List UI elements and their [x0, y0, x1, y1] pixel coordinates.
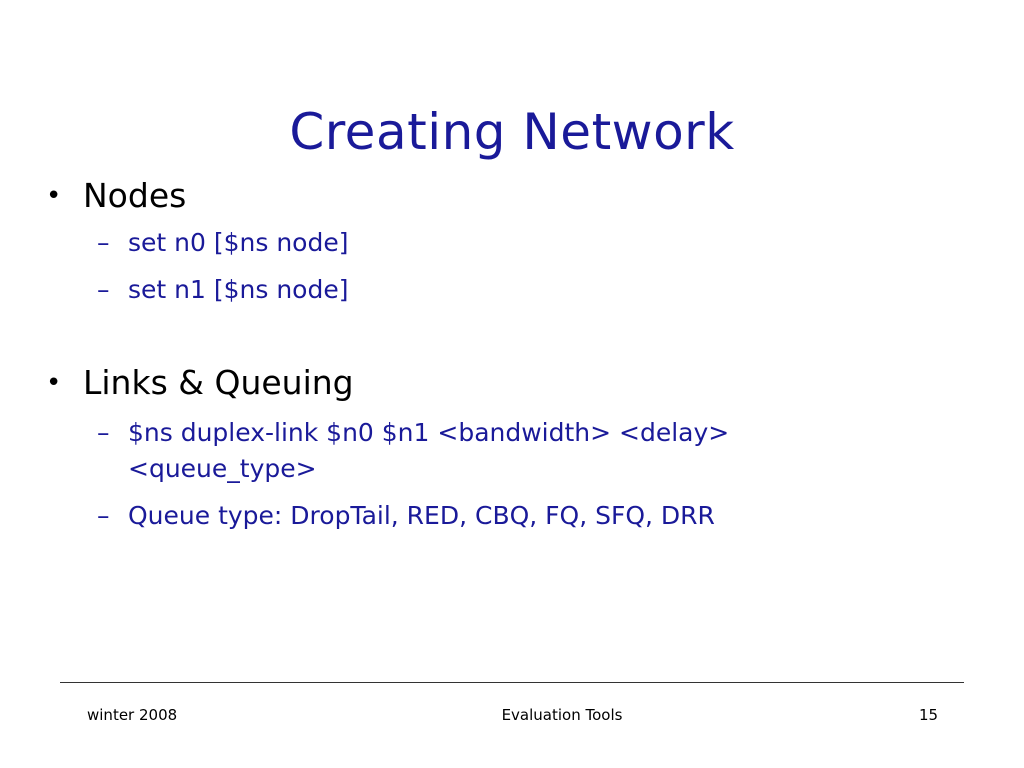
sub-bullet-text-continuation: <queue_type> [128, 454, 317, 483]
sub-bullet-text: Queue type: DropTail, RED, CBQ, FQ, SFQ,… [128, 501, 715, 530]
footer-title: Evaluation Tools [501, 706, 623, 724]
sub-bullet-dash: – [97, 275, 110, 304]
sub-bullet-text: set n0 [$ns node] [128, 228, 349, 257]
footer-date: winter 2008 [87, 706, 178, 724]
sub-bullet-dash: – [97, 501, 110, 530]
bullet-label: Nodes [83, 176, 187, 215]
footer-divider [60, 682, 964, 683]
sub-bullet-text: $ns duplex-link $n0 $n1 <bandwidth> <del… [128, 418, 730, 447]
bullet-list: • Nodes – set n0 [$ns node] – set n1 [$n… [46, 176, 730, 530]
sub-bullet-text: set n1 [$ns node] [128, 275, 349, 304]
bullet-label: Links & Queuing [83, 363, 354, 402]
sub-bullet-dash: – [97, 228, 110, 257]
page-number: 15 [919, 706, 939, 724]
sub-bullet-dash: – [97, 418, 110, 447]
bullet-dot: • [46, 368, 62, 398]
bullet-dot: • [46, 181, 62, 211]
slide-title: Creating Network [289, 103, 735, 161]
